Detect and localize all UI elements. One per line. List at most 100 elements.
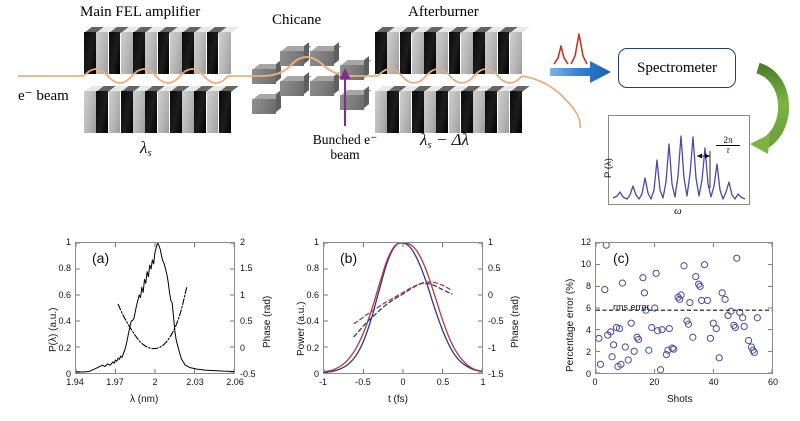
lambda-s-subscript: s — [147, 147, 152, 160]
undulator-magnet — [460, 86, 481, 133]
inset-ylabel: P (λ) — [603, 158, 614, 178]
undulator-magnet — [218, 27, 239, 74]
scatter-point — [665, 324, 673, 333]
scatter-point — [645, 346, 653, 354]
lambda-shift-subscript: s — [427, 139, 432, 152]
undulator-magnet — [497, 86, 518, 133]
chicane-magnet — [280, 42, 312, 66]
scatter-point — [658, 326, 666, 334]
axis-tick-label: 2 — [152, 377, 158, 387]
undulator-magnet — [485, 86, 505, 133]
chicane-magnet — [252, 90, 284, 114]
scatter-point — [608, 353, 616, 361]
panel-a-plot-area — [75, 242, 235, 374]
scatter-point — [695, 280, 703, 288]
panel-a-xlabel: λ (nm) — [130, 394, 159, 405]
fringe-frac-numerator: 2π — [716, 136, 740, 146]
undulator-magnet — [145, 86, 165, 133]
scatter-point — [627, 319, 635, 327]
scatter-point — [733, 254, 741, 262]
undulator-magnet — [509, 86, 530, 133]
axis-tick-label: 12 — [580, 237, 591, 247]
undulator-magnet — [399, 27, 420, 74]
scatter-point — [715, 354, 723, 362]
scatter-point — [712, 324, 720, 333]
undulator-magnet — [108, 27, 129, 74]
scatter-point — [749, 346, 757, 354]
undulator-magnet — [375, 86, 395, 133]
scatter-point — [640, 289, 649, 297]
undulator-magnet — [169, 86, 190, 133]
chicane-magnet — [310, 42, 342, 66]
lambda-s-symbol: λ — [140, 138, 148, 157]
panel-c-ylabel-left: Percentage error (%) — [565, 278, 576, 372]
axis-tick-label: 0.5 — [436, 377, 450, 387]
scatter-point — [680, 262, 688, 270]
panel-b-plot-area — [323, 242, 483, 374]
axis-tick-label: -0.5 — [240, 369, 256, 379]
spectrometer-box[interactable]: Spectrometer — [618, 48, 736, 88]
axis-tick-label: -1 — [318, 377, 328, 387]
undulator-magnet — [411, 27, 432, 74]
axis-tick-label: 0.6 — [306, 289, 319, 300]
undulator-magnet — [424, 27, 444, 74]
chicane-magnet — [280, 72, 312, 96]
scatter-point — [634, 335, 643, 344]
scatter-point — [747, 343, 756, 351]
scatter-point — [689, 333, 697, 341]
scatter-point — [662, 350, 671, 359]
undulator-magnet — [436, 27, 456, 74]
axis-tick-label: 0.5 — [240, 316, 253, 327]
axis-tick-label: 1 — [488, 237, 494, 247]
axis-tick-label: 1 — [65, 237, 71, 247]
undulator-magnet — [375, 27, 395, 74]
scatter-point — [736, 308, 744, 316]
panel-a-curves — [75, 242, 235, 374]
scatter-point — [617, 360, 625, 368]
plot-series — [353, 282, 453, 338]
undulator-magnet — [84, 27, 104, 74]
axis-tick-label: 0.4 — [58, 316, 71, 327]
undulator-afterburner-top — [375, 27, 530, 74]
xray-pulse-icon — [553, 33, 588, 65]
scatter-point — [686, 298, 694, 307]
scatter-point — [601, 285, 609, 294]
scatter-point — [652, 269, 660, 277]
axis-tick-label: 2 — [585, 347, 591, 357]
undulator-magnet — [509, 27, 530, 74]
panel-b-curves — [323, 242, 483, 374]
scatter-point — [740, 322, 748, 331]
scatter-point — [610, 341, 618, 349]
scatter-point — [750, 348, 758, 357]
scatter-point — [630, 347, 638, 355]
panel-c-scatter — [595, 241, 773, 374]
scatter-point — [703, 296, 712, 305]
undulator-magnet — [96, 27, 116, 74]
axis-tick-label: -1.5 — [488, 369, 504, 379]
panel-c-plot-area — [595, 241, 773, 374]
scatter-point — [706, 334, 715, 342]
scatter-point — [648, 323, 656, 332]
axis-tick-label: 0.8 — [306, 263, 319, 274]
axis-tick-label: 1 — [313, 237, 319, 247]
axis-tick-label: -0.5 — [488, 316, 504, 327]
axis-tick-label: 0 — [240, 342, 246, 353]
undulator-main-top — [84, 27, 239, 74]
undulator-magnet — [157, 27, 178, 74]
undulator-magnet — [473, 27, 493, 74]
label-bunched-beam: Bunched e⁻ beam — [293, 132, 397, 162]
undulator-magnet — [387, 27, 407, 74]
axis-tick-label: 1.94 — [66, 377, 84, 387]
panel-a-ylabel-left: P(λ) (a.u.) — [48, 307, 59, 352]
axis-tick-label: 2.03 — [186, 377, 204, 387]
scatter-point — [642, 306, 650, 314]
undulator-afterburner-bottom — [375, 86, 530, 133]
axis-tick-label: 8 — [585, 281, 591, 291]
undulator-magnet — [399, 86, 420, 133]
scatter-point — [618, 279, 626, 287]
panel-b-xlabel: t (fs) — [388, 394, 408, 405]
